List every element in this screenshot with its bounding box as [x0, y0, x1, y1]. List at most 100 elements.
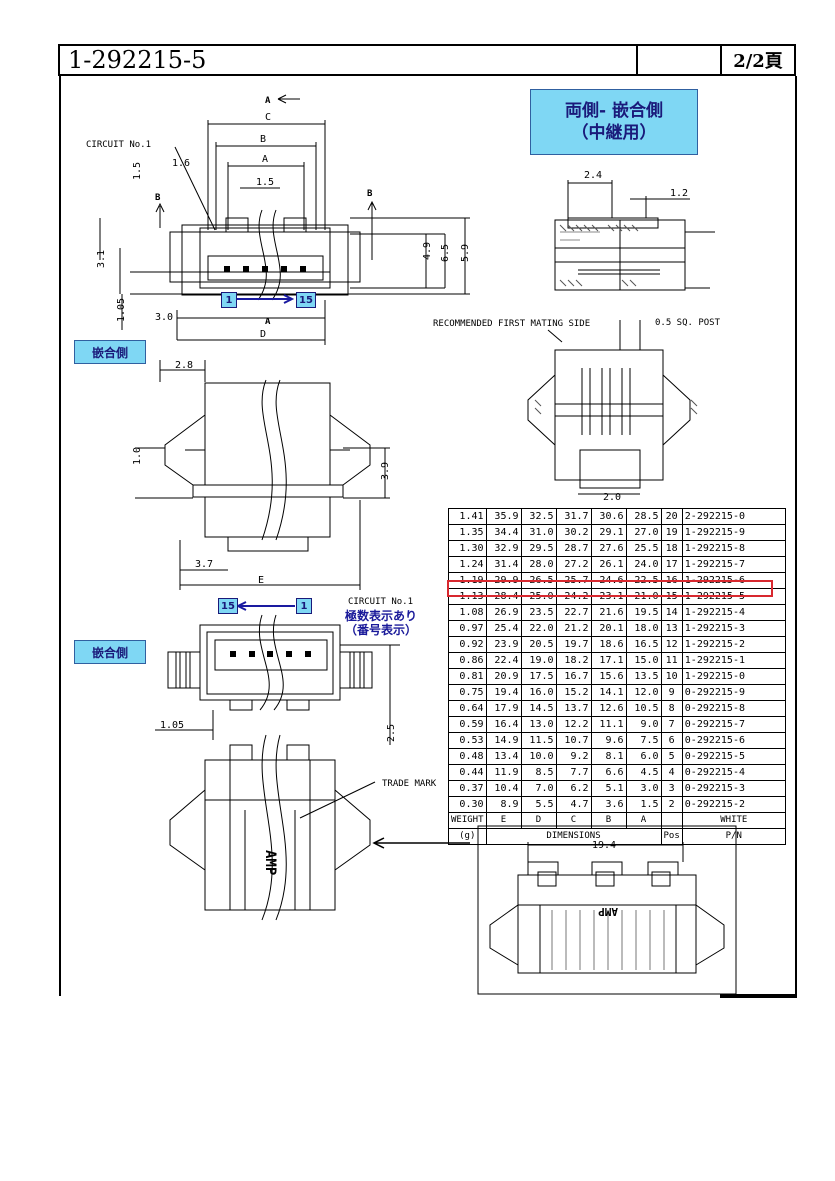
table-cell: 34.4: [485, 524, 522, 541]
table-cell: 16.5: [625, 636, 662, 653]
table-cell: 10.7: [555, 732, 592, 749]
table-cell: 19.5: [625, 604, 662, 621]
table-cell: 0-292215-7: [681, 716, 786, 733]
table-cell: 1-292215-9: [681, 524, 786, 541]
mating-side-tag-1: 嵌合側: [74, 340, 146, 364]
trade-mark-label: TRADE MARK: [382, 779, 437, 789]
table-cell: 0-292215-5: [681, 748, 786, 765]
table-cell: 8.9: [485, 796, 522, 813]
arrow-b-left-icon: [155, 202, 165, 228]
table-cell: 0.53: [448, 732, 487, 749]
arrow-b-left-label: B: [155, 193, 161, 203]
table-cell: 32.5: [520, 508, 557, 525]
amp-logo-detail: AMP: [598, 905, 618, 918]
table-cell: 1.08: [448, 604, 487, 621]
table-cell: 9: [660, 684, 683, 701]
table-cell: 1-292215-5: [681, 588, 786, 605]
pin-1-box-front: 1: [296, 598, 312, 614]
table-cell: 6: [660, 732, 683, 749]
polarity-note-line-2: （番号表示）: [345, 623, 418, 637]
table-cell: 20.5: [520, 636, 557, 653]
table-cell: 21.0: [625, 588, 662, 605]
table-cell: 17.1: [590, 652, 627, 669]
title-box: 両側- 嵌合側 （中継用）: [530, 89, 698, 155]
table-cell: 17: [660, 556, 683, 573]
table-cell: 8.1: [590, 748, 627, 765]
table-cell: 0.59: [448, 716, 487, 733]
hdr-dimensions: DIMENSIONS: [485, 828, 662, 845]
dim-a: A: [262, 154, 268, 165]
table-cell: 28.5: [625, 508, 662, 525]
table-cell: 8: [660, 700, 683, 717]
table-cell: 32.9: [485, 540, 522, 557]
table-cell: 11: [660, 652, 683, 669]
table-cell: 3: [660, 780, 683, 797]
table-cell: 10.0: [520, 748, 557, 765]
dim-5-9: 5.9: [460, 244, 471, 262]
pin-15-box-top: 15: [296, 292, 316, 308]
arrow-b-right-icon: [367, 200, 377, 260]
table-cell: 0.97: [448, 620, 487, 637]
table-cell: 7: [660, 716, 683, 733]
table-cell: 31.4: [485, 556, 522, 573]
table-cell: 0-292215-3: [681, 780, 786, 797]
table-cell: 25.7: [555, 572, 592, 589]
table-cell: 13.4: [485, 748, 522, 765]
table-cell: 1-292215-4: [681, 604, 786, 621]
table-cell: 0-292215-6: [681, 732, 786, 749]
table-cell: 27.2: [555, 556, 592, 573]
dim-6-5: 6.5: [440, 244, 451, 262]
hdr-pn: P/N: [681, 828, 786, 845]
table-cell: 1-292215-2: [681, 636, 786, 653]
table-cell: 19.7: [555, 636, 592, 653]
table-cell: 13: [660, 620, 683, 637]
table-cell: 16.4: [485, 716, 522, 733]
part-number-title: 1-292215-5: [58, 44, 638, 76]
table-cell: 22.4: [485, 652, 522, 669]
mating-side-tag-2: 嵌合側: [74, 640, 146, 664]
table-cell: 1.30: [448, 540, 487, 557]
table-cell: 0.37: [448, 780, 487, 797]
table-cell: 28.4: [485, 588, 522, 605]
table-cell: 7.0: [520, 780, 557, 797]
dim-c: C: [265, 112, 271, 123]
table-cell: 17.5: [520, 668, 557, 685]
table-cell: 31.7: [555, 508, 592, 525]
dim-1-2: 1.2: [670, 188, 688, 199]
table-cell: 0.75: [448, 684, 487, 701]
table-cell: 0.92: [448, 636, 487, 653]
hdr-c: C: [555, 812, 592, 829]
dim-d: D: [260, 329, 266, 340]
table-cell: 16.7: [555, 668, 592, 685]
table-cell: 30.2: [555, 524, 592, 541]
table-cell: 15.6: [590, 668, 627, 685]
table-cell: 0-292215-4: [681, 764, 786, 781]
table-cell: 13.7: [555, 700, 592, 717]
amp-logo-bottom: AMP: [262, 850, 278, 875]
dim-2-8: 2.8: [175, 360, 193, 371]
dim-1-05-top: 1.05: [116, 298, 127, 322]
table-cell: 15.2: [555, 684, 592, 701]
table-cell: 5: [660, 748, 683, 765]
title-line-2: （中継用）: [571, 123, 657, 143]
table-cell: 4.7: [555, 796, 592, 813]
table-cell: 21.2: [555, 620, 592, 637]
table-cell: 29.9: [485, 572, 522, 589]
table-cell: 25.5: [625, 540, 662, 557]
table-cell: 4.5: [625, 764, 662, 781]
table-cell: 1-292215-8: [681, 540, 786, 557]
table-cell: 24.2: [555, 588, 592, 605]
table-cell: 1.19: [448, 572, 487, 589]
